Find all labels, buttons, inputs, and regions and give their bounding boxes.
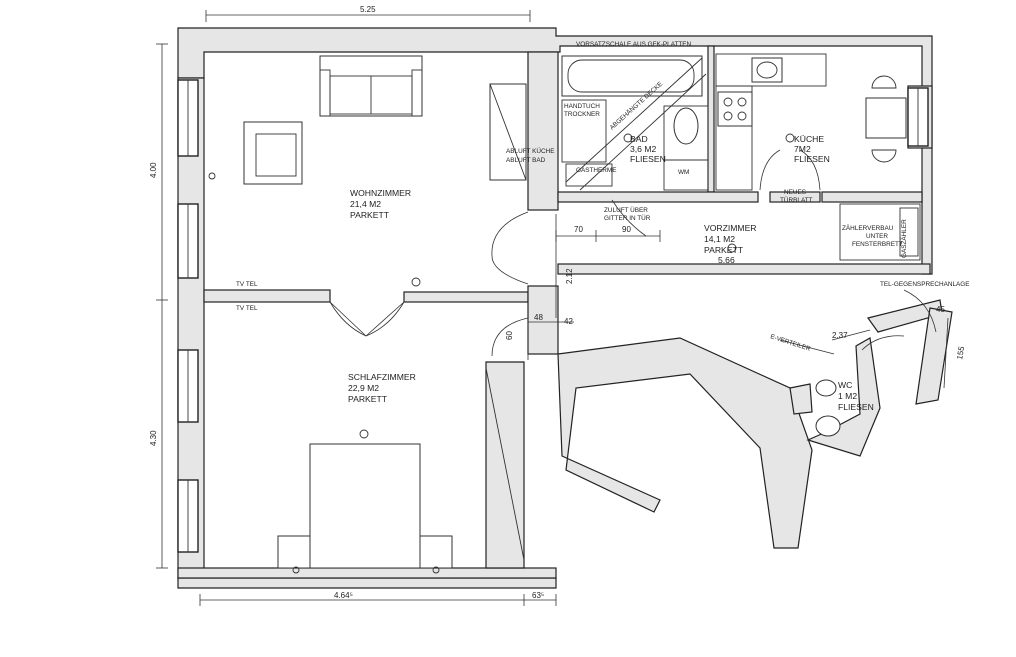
exterior-walls xyxy=(177,27,953,589)
svg-text:FLIESEN: FLIESEN xyxy=(838,402,874,412)
svg-text:HANDTUCH: HANDTUCH xyxy=(564,103,600,110)
armchair xyxy=(243,121,303,185)
room-label-schlafzimmer: SCHLAFZIMMER 22,9 M2 PARKETT xyxy=(348,372,416,404)
svg-text:WM: WM xyxy=(678,169,689,176)
svg-text:FLIESEN: FLIESEN xyxy=(794,154,830,164)
svg-text:PARKETT: PARKETT xyxy=(350,210,390,220)
doors xyxy=(329,149,937,357)
wc-toilet xyxy=(815,415,841,437)
furniture xyxy=(243,53,921,569)
svg-text:TEL-GEGENSPRECHANLAGE: TEL-GEGENSPRECHANLAGE xyxy=(880,281,970,288)
nightstand-left xyxy=(277,535,311,569)
windows-left xyxy=(177,79,929,553)
svg-text:3,6 M2: 3,6 M2 xyxy=(630,144,656,154)
bathtub xyxy=(561,55,703,97)
dimension-lines xyxy=(156,10,949,606)
svg-text:14,1 M2: 14,1 M2 xyxy=(704,234,735,244)
svg-text:ABLUFT BAD: ABLUFT BAD xyxy=(506,157,546,164)
svg-text:PARKETT: PARKETT xyxy=(348,394,388,404)
svg-text:FLIESEN: FLIESEN xyxy=(630,154,666,164)
svg-text:SCHLAFZIMMER: SCHLAFZIMMER xyxy=(348,372,416,382)
svg-text:ZULUFT ÜBER: ZULUFT ÜBER xyxy=(604,206,648,214)
svg-text:48: 48 xyxy=(534,313,543,322)
svg-text:155: 155 xyxy=(955,345,966,360)
stove xyxy=(717,91,753,127)
svg-text:VORZIMMER: VORZIMMER xyxy=(704,223,757,233)
wc-sink xyxy=(815,379,837,397)
svg-text:7M2: 7M2 xyxy=(794,144,811,154)
room-label-wc: WC 1 M2 FLIESEN xyxy=(838,380,874,412)
svg-text:45: 45 xyxy=(936,305,945,314)
toilet-bath xyxy=(673,107,699,145)
svg-text:KÜCHE: KÜCHE xyxy=(794,134,824,144)
svg-text:UNTER: UNTER xyxy=(866,233,888,240)
svg-text:GASTHERME: GASTHERME xyxy=(576,167,616,174)
svg-text:WOHNZIMMER: WOHNZIMMER xyxy=(350,188,411,198)
svg-text:GITTER IN TÜR: GITTER IN TÜR xyxy=(604,214,651,222)
bed xyxy=(309,443,421,569)
svg-text:60: 60 xyxy=(505,331,514,340)
svg-text:TV TEL: TV TEL xyxy=(236,281,258,288)
kitchen-table xyxy=(865,97,907,139)
svg-text:42: 42 xyxy=(564,317,573,326)
svg-text:FENSTERBRETT: FENSTERBRETT xyxy=(852,241,903,248)
dimension-labels: 5.25 4.00 4.30 4.64⁵ 63⁵ 70 90 2.12 48 4… xyxy=(149,5,966,600)
svg-text:ABLUFT KÜCHE: ABLUFT KÜCHE xyxy=(506,147,555,155)
svg-text:BAD: BAD xyxy=(630,134,648,144)
svg-text:90: 90 xyxy=(622,225,631,234)
svg-text:1 M2: 1 M2 xyxy=(838,391,857,401)
svg-text:ZÄHLERVERBAU: ZÄHLERVERBAU xyxy=(842,224,894,232)
room-label-kueche: KÜCHE 7M2 FLIESEN xyxy=(794,134,830,164)
room-label-bad: BAD 3,6 M2 FLIESEN xyxy=(630,134,666,164)
svg-text:21,4 M2: 21,4 M2 xyxy=(350,199,381,209)
svg-text:NEUES: NEUES xyxy=(784,189,806,196)
svg-text:4.00: 4.00 xyxy=(149,162,158,178)
svg-text:TÜRBLATT: TÜRBLATT xyxy=(780,196,813,204)
svg-text:GASZÄHLER: GASZÄHLER xyxy=(900,219,908,258)
svg-text:5.66: 5.66 xyxy=(718,255,735,265)
svg-text:VORSATZSCHALE AUS GFK-PLATTEN: VORSATZSCHALE AUS GFK-PLATTEN xyxy=(576,41,692,48)
svg-text:WC: WC xyxy=(838,380,852,390)
svg-text:2.37: 2.37 xyxy=(832,331,848,340)
svg-text:4.64⁵: 4.64⁵ xyxy=(334,591,353,600)
svg-text:70: 70 xyxy=(574,225,583,234)
room-label-wohnzimmer: WOHNZIMMER 21,4 M2 PARKETT xyxy=(350,188,411,220)
svg-text:E-VERTEILER: E-VERTEILER xyxy=(769,333,811,353)
svg-text:5.25: 5.25 xyxy=(360,5,376,14)
svg-text:22,9 M2: 22,9 M2 xyxy=(348,383,379,393)
nightstand-right xyxy=(419,535,453,569)
svg-text:TROCKNER: TROCKNER xyxy=(564,111,600,118)
svg-text:PARKETT: PARKETT xyxy=(704,245,744,255)
room-label-vorzimmer: VORZIMMER 14,1 M2 PARKETT 5.66 xyxy=(704,223,757,265)
svg-text:63⁵: 63⁵ xyxy=(532,591,544,600)
svg-text:TV TEL: TV TEL xyxy=(236,305,258,312)
svg-text:4.30: 4.30 xyxy=(149,430,158,446)
svg-text:2.12: 2.12 xyxy=(565,268,574,284)
ceiling-lights xyxy=(208,133,795,574)
